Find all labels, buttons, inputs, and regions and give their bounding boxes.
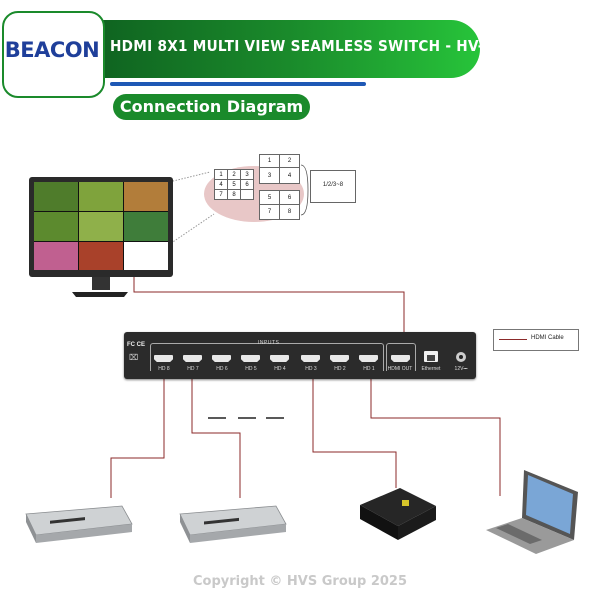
- hdmi-port-hd2: [330, 355, 349, 362]
- quad-bottom-cell: 8: [279, 204, 300, 220]
- cable-hd1: [370, 368, 501, 496]
- weee-bin-icon: ⌧: [129, 353, 139, 362]
- port-label: HD 2: [334, 366, 346, 372]
- certification-mark: FC CE: [127, 342, 145, 348]
- logo-text: BEACON: [4, 38, 100, 62]
- legend-label: HDMI Cable: [531, 335, 564, 341]
- mode-box: [310, 170, 356, 203]
- hdmi-out-label: HDMI OUT: [387, 366, 413, 372]
- mode-label: 1/2/3~8: [322, 182, 344, 188]
- output-bracket: [386, 343, 416, 371]
- logo: [2, 11, 105, 98]
- cable-hd3: [312, 368, 397, 488]
- ethernet-label: Ethernet: [421, 366, 441, 372]
- quad-top-cell: 4: [279, 167, 300, 184]
- port-label: HD 1: [363, 366, 375, 372]
- hdmi-port-hd3: [301, 355, 320, 362]
- port-label: HD 3: [305, 366, 317, 372]
- hdmi-port-hd7: [183, 355, 202, 362]
- cable-hd7: [191, 368, 241, 498]
- port-label: HD 5: [245, 366, 257, 372]
- grid9-cell: [240, 189, 254, 200]
- cable-monitor: [133, 276, 405, 343]
- quad-bottom-cell: 7: [259, 204, 280, 220]
- media-player-box: [360, 488, 436, 540]
- legend-swatch: [499, 339, 527, 340]
- quad-top-cell: 2: [279, 154, 300, 168]
- hdmi-port-hd1: [359, 355, 378, 362]
- cable-hd8: [110, 368, 165, 498]
- header-bar: [55, 20, 480, 78]
- hdmi-switch: [124, 332, 476, 379]
- power-label: 12V⎓: [454, 366, 468, 372]
- header-divider: [110, 82, 366, 86]
- inputs-label: INPUTS: [258, 340, 280, 346]
- hdmi-port-hd4: [270, 355, 289, 362]
- source-device-right: [179, 505, 287, 543]
- quad-bottom-cell: 6: [279, 190, 300, 205]
- callout-lines: [160, 171, 215, 251]
- laptop: [486, 470, 578, 554]
- power-jack-pin: [459, 355, 463, 359]
- hdmi-cables: [110, 276, 501, 498]
- ethernet-port-socket: [427, 355, 435, 361]
- layout-bracket: [300, 164, 309, 216]
- monitor: [29, 177, 173, 297]
- port-label: HD 6: [216, 366, 228, 372]
- source-device-left: [25, 505, 133, 543]
- section-title: Connection Diagram: [119, 97, 304, 116]
- grid9-cell: 7: [214, 189, 228, 200]
- section-pill: [113, 94, 310, 120]
- hdmi-port-out: [391, 355, 410, 362]
- port-label: HD 7: [187, 366, 199, 372]
- port-label: HD 8: [158, 366, 170, 372]
- hdmi-port-hd8: [154, 355, 173, 362]
- legend: [493, 329, 579, 351]
- quad-top-cell: 3: [259, 167, 280, 184]
- quad-top-cell: 1: [259, 154, 280, 168]
- copyright-text: Copyright © HVS Group 2025: [192, 574, 408, 589]
- port-label: HD 4: [274, 366, 286, 372]
- grid9-cell: 8: [227, 189, 241, 200]
- quad-bottom-cell: 5: [259, 190, 280, 205]
- hdmi-port-hd5: [241, 355, 260, 362]
- inputs-bracket: [150, 343, 384, 371]
- hdmi-port-hd6: [212, 355, 231, 362]
- page-title: HDMI 8X1 MULTI VIEW SEAMLESS SWITCH - HV…: [110, 37, 513, 55]
